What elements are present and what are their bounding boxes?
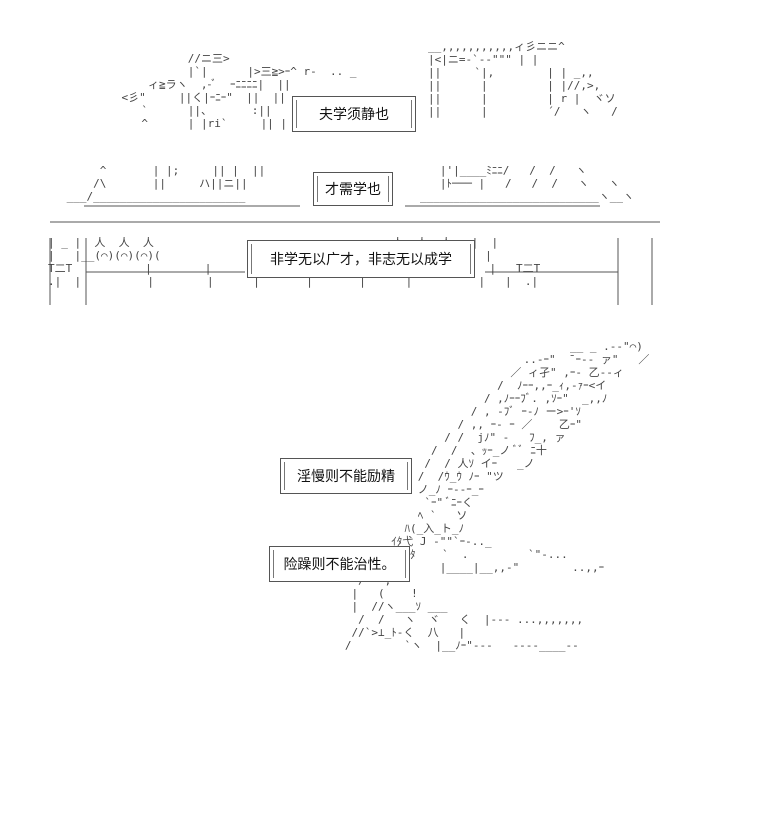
quill-feather-art: __ _ .-‐"⌒) ..-ｰ" ̄ ｰ-- ァ" ／ ／ ィ孑" ,ｰ‐ 乙… [344, 340, 650, 652]
temple-mid-right-art: |'|____ﾐﾆﾆ/ / / ヽ |ﾄ─── | / / / ヽ ヽ ____… [420, 164, 635, 203]
quote-two-text: 险躁则不能治性。 [283, 557, 396, 573]
temple-roof-lines [49, 205, 660, 305]
temple-top-left-art: //ニ三> |`| |>三≧>ｰ^ r- .. _ ィ≧ラヽ ,-ﾞ ｰﾆﾆﾆﾆ… [121, 52, 357, 130]
motto-banner-label: 非学无以广才，非志无以成学 [247, 240, 475, 278]
motto-middle-label: 才需学也 [313, 172, 393, 206]
temple-mid-left-art: ^ | |; || | || /\ || ハ||ニ|| ___/________… [66, 164, 266, 203]
quote-two-label: 险躁则不能治性。 [269, 546, 410, 582]
motto-banner-text: 非学无以广才，非志无以成学 [270, 252, 452, 268]
quote-one-label: 淫慢则不能励精 [280, 458, 412, 494]
motto-top-text: 夫学须静也 [319, 107, 389, 123]
quote-one-text: 淫慢则不能励精 [297, 469, 395, 485]
motto-middle-text: 才需学也 [325, 182, 381, 198]
motto-top-label: 夫学须静也 [292, 96, 416, 132]
temple-top-right-art: __,,,,,,,,,,,ィ彡ニニ^ |<|ニ=-`--""" | | || `… [428, 40, 618, 118]
